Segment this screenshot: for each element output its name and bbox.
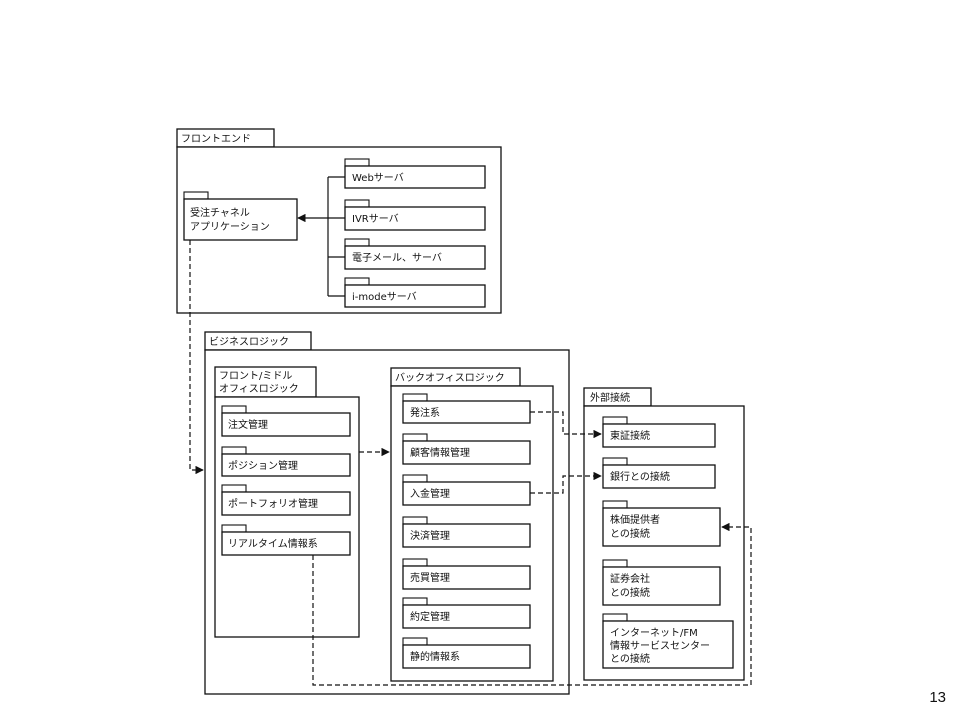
item-order-mgmt: 注文管理 [221, 405, 351, 437]
ext-tse: 東証接続 [602, 416, 716, 448]
business-title: ビジネスロジック [209, 336, 289, 348]
item-trading-mgmt-label: 売買管理 [410, 571, 450, 584]
item-customer-info: 顧客情報管理 [402, 433, 531, 465]
item-position-mgmt-label: ポジション管理 [228, 459, 298, 472]
item-static-info-label: 静的情報系 [410, 650, 460, 663]
ext-price-provider-label-2: との接続 [610, 527, 650, 540]
business-package: ビジネスロジック フロント/ミドル オフィスロジック 注文管理 ポジション管理 … [204, 331, 570, 695]
back-office-title: バックオフィスロジック [395, 372, 505, 384]
ext-price-provider-label-1: 株価提供者 [610, 513, 660, 526]
frontend-package: フロントエンド 受注チャネル アプリケーション Webサーバ IVRサーバ 電子… [176, 128, 502, 314]
item-deposit-mgmt: 入金管理 [402, 474, 531, 506]
server-imode-label: i-modeサーバ [352, 291, 417, 303]
item-deposit-mgmt-label: 入金管理 [410, 487, 450, 500]
ext-tse-label: 東証接続 [610, 429, 650, 442]
server-ivr: IVRサーバ [344, 199, 486, 231]
server-email: 電子メール、サーバ [344, 238, 486, 270]
page-number: 13 [929, 689, 946, 706]
app-line-1: 受注チャネル [190, 206, 250, 219]
dep-deposit-to-bank [530, 471, 602, 494]
frontend-title: フロントエンド [181, 134, 251, 145]
dep-realtime-to-price [312, 522, 752, 686]
item-ordering: 発注系 [402, 393, 531, 424]
dep-app-to-business [189, 240, 204, 475]
item-customer-info-label: 顧客情報管理 [410, 446, 470, 459]
ext-bank-label: 銀行との接続 [610, 470, 670, 483]
item-order-mgmt-label: 注文管理 [228, 418, 268, 431]
ext-internet-info-label-2: 情報サービスセンター [610, 639, 710, 652]
server-ivr-label: IVRサーバ [352, 213, 399, 225]
item-settlement-mgmt-label: 決済管理 [410, 529, 450, 542]
server-web-label: Webサーバ [352, 172, 404, 184]
ext-securities: 証券会社 との接続 [602, 559, 721, 606]
item-execution-mgmt-label: 約定管理 [410, 610, 450, 623]
item-position-mgmt: ポジション管理 [221, 446, 351, 477]
server-email-label: 電子メール、サーバ [352, 252, 442, 264]
item-settlement-mgmt: 決済管理 [402, 516, 531, 548]
ext-price-provider: 株価提供者 との接続 [602, 500, 721, 547]
item-execution-mgmt: 約定管理 [402, 597, 531, 629]
external-package: 外部接続 東証接続 銀行との接続 株価提供者 との接続 証券会社 との接続 イン… [583, 387, 745, 681]
ext-bank: 銀行との接続 [602, 457, 716, 489]
ext-internet-info-label-3: との接続 [610, 652, 650, 665]
front-middle-title-2: オフィスロジック [219, 383, 299, 395]
ext-internet-info: インターネット/FM 情報サービスセンター との接続 [602, 613, 734, 669]
item-realtime-info-label: リアルタイム情報系 [228, 537, 318, 550]
item-trading-mgmt: 売買管理 [402, 558, 531, 590]
item-portfolio-mgmt-label: ポートフォリオ管理 [228, 497, 318, 510]
item-static-info: 静的情報系 [402, 637, 531, 669]
ext-internet-info-label-1: インターネット/FM [610, 627, 698, 639]
ext-securities-label-1: 証券会社 [610, 572, 650, 585]
order-channel-app: 受注チャネル アプリケーション [183, 191, 298, 241]
app-line-2: アプリケーション [190, 221, 270, 233]
front-middle-package: フロント/ミドル オフィスロジック 注文管理 ポジション管理 ポートフォリオ管理 [214, 366, 360, 638]
external-title: 外部接続 [590, 391, 630, 404]
ext-securities-label-2: との接続 [610, 586, 650, 599]
server-web: Webサーバ [344, 158, 486, 189]
front-middle-title-1: フロント/ミドル [219, 371, 292, 382]
back-office-package: バックオフィスロジック 発注系 顧客情報管理 入金管理 決済管理 [390, 367, 554, 682]
item-realtime-info: リアルタイム情報系 [221, 524, 351, 556]
item-ordering-label: 発注系 [410, 406, 440, 419]
server-imode: i-modeサーバ [344, 277, 486, 308]
dep-ordering-to-tse [530, 411, 602, 439]
dependencies [189, 240, 752, 686]
item-portfolio-mgmt: ポートフォリオ管理 [221, 484, 351, 516]
server-connectors [297, 176, 345, 297]
